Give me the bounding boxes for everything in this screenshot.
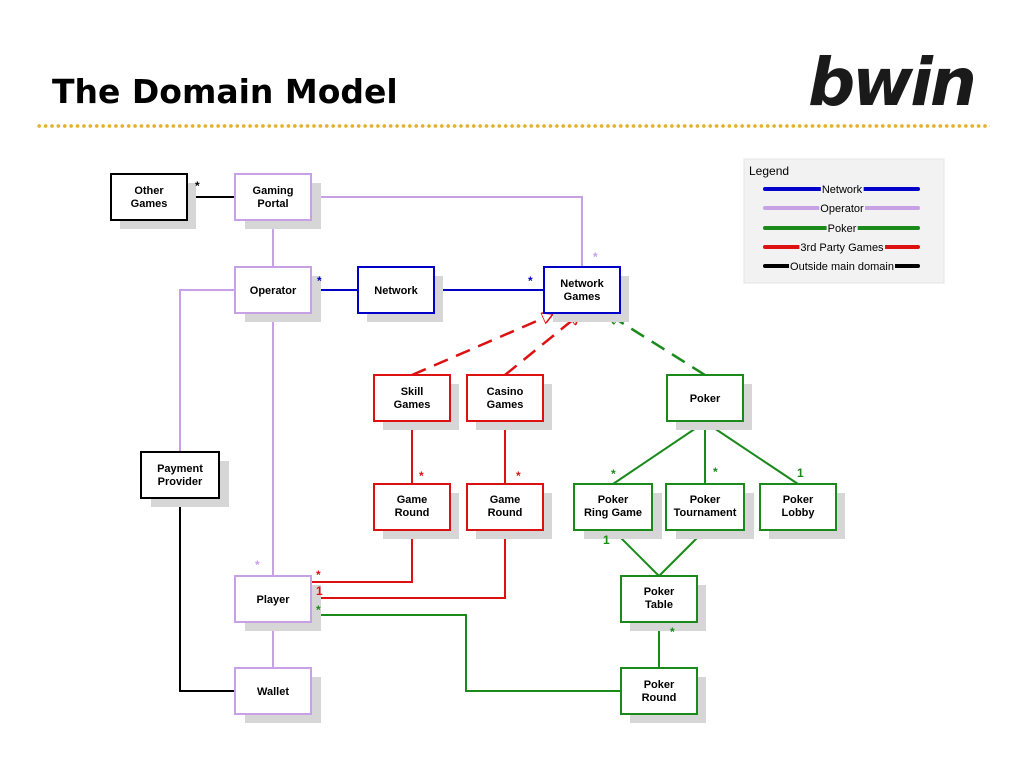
legend-label-bg — [799, 242, 886, 254]
edge-player-casino-round — [312, 530, 506, 599]
legend-label-bg — [820, 184, 864, 196]
box-gaming-portal-line2: Portal — [257, 198, 288, 210]
box-network-games-line2: Games — [564, 291, 601, 303]
box-poker-lobby-line1: Poker — [783, 494, 814, 506]
box-payment-provider-line2: Provider — [158, 476, 203, 488]
mult-ring-game-table: 1 — [603, 533, 610, 547]
box-poker-lobby: Poker Lobby — [759, 483, 845, 539]
edge-portal-networkgames — [312, 196, 583, 267]
edge-poker-inherit — [608, 312, 706, 377]
mult-other-games-portal: * — [195, 179, 200, 193]
box-payment-provider: Payment Provider — [140, 451, 229, 507]
legend-title: Legend — [749, 164, 789, 178]
edge-poker-lobby — [704, 421, 799, 485]
legend-label-outside: Outside main domain — [790, 261, 894, 273]
box-poker-table-line2: Table — [645, 599, 673, 611]
box-player-label: Player — [256, 594, 290, 606]
multiplicity-labels: * * * * * * * * 1 1 * * 1 * * — [195, 179, 804, 639]
legend-label-bg — [789, 261, 895, 273]
box-skill-game-round-line2: Round — [395, 507, 430, 519]
box-poker-label: Poker — [690, 393, 721, 405]
legend-label-network: Network — [822, 184, 863, 196]
box-poker-tournament-line2: Tournament — [674, 507, 737, 519]
box-poker-lobby-line2: Lobby — [782, 507, 816, 519]
mult-poker-tournament: * — [713, 465, 718, 479]
box-poker: Poker — [666, 374, 752, 430]
bwin-logo: bwin — [808, 44, 977, 121]
box-network-games-line1: Network — [560, 278, 604, 290]
mult-poker-lobby: 1 — [797, 466, 804, 480]
dotted-divider — [36, 123, 990, 129]
mult-skill-game-round: * — [419, 469, 424, 483]
legend-label-poker: Poker — [828, 223, 857, 235]
mult-player-poker-round: * — [316, 603, 321, 617]
box-poker-round: Poker Round — [620, 667, 706, 723]
box-poker-ring-game: Poker Ring Game — [573, 483, 662, 539]
mult-network-networkgames: * — [528, 274, 533, 288]
mult-operator-network: * — [317, 274, 322, 288]
legend-label-operator: Operator — [820, 203, 864, 215]
box-poker-tournament: Poker Tournament — [665, 483, 754, 539]
box-poker-table-line1: Poker — [644, 586, 675, 598]
edge-player-pokerround — [312, 614, 621, 692]
legend-label-bg — [819, 203, 866, 215]
box-wallet-label: Wallet — [257, 686, 289, 698]
box-operator: Operator — [234, 266, 321, 322]
box-wallet: Wallet — [234, 667, 321, 723]
legend-label-bg — [826, 223, 858, 235]
box-casino-game-round-line2: Round — [488, 507, 523, 519]
edge-skill-inherit — [411, 314, 553, 377]
box-casino-game-round: Game Round — [466, 483, 552, 539]
box-payment-provider-line1: Payment — [157, 463, 203, 475]
edge-player-skill-round — [312, 530, 413, 583]
box-other-games: Other Games — [110, 173, 196, 229]
box-poker-table: Poker Table — [620, 575, 706, 631]
page-title: The Domain Model — [52, 72, 398, 111]
edge-operator-payment — [179, 289, 236, 452]
box-skill-games-line2: Games — [394, 399, 431, 411]
box-network-games: Network Games — [543, 266, 629, 322]
box-poker-tournament-line1: Poker — [690, 494, 721, 506]
box-gaming-portal: Gaming Portal — [234, 173, 321, 229]
mult-player-game-round-one: 1 — [316, 584, 323, 598]
box-network: Network — [357, 266, 443, 322]
box-other-games-line1: Other — [134, 185, 164, 197]
mult-player-top: * — [255, 558, 260, 572]
box-poker-round-line2: Round — [642, 692, 677, 704]
mult-networkgames-top: * — [593, 250, 598, 264]
box-casino-games-line2: Games — [487, 399, 524, 411]
box-poker-ring-game-line1: Poker — [598, 494, 629, 506]
box-gaming-portal-line1: Gaming — [253, 185, 294, 197]
legend: Legend Network Operator Poker 3rd Party … — [743, 158, 945, 284]
box-skill-games: Skill Games — [373, 374, 459, 430]
box-poker-round-line1: Poker — [644, 679, 675, 691]
edge-poker-ringgame — [612, 421, 706, 485]
box-casino-game-round-line1: Game — [490, 494, 521, 506]
box-network-label: Network — [374, 285, 418, 297]
box-operator-label: Operator — [250, 285, 297, 297]
edge-payment-wallet — [179, 498, 236, 692]
box-skill-game-round: Game Round — [373, 483, 459, 539]
legend-label-third-party: 3rd Party Games — [800, 242, 884, 254]
box-casino-games: Casino Games — [466, 374, 552, 430]
mult-casino-game-round: * — [516, 469, 521, 483]
edge-casino-inherit — [504, 314, 580, 376]
box-other-games-line2: Games — [131, 198, 168, 210]
box-skill-game-round-line1: Game — [397, 494, 428, 506]
box-poker-ring-game-line2: Ring Game — [584, 507, 642, 519]
mult-player-game-round-many: * — [316, 568, 321, 582]
box-player: Player — [234, 575, 321, 631]
box-skill-games-line1: Skill — [401, 386, 424, 398]
box-casino-games-line1: Casino — [487, 386, 524, 398]
mult-table-round: * — [670, 625, 675, 639]
mult-poker-ring-game: * — [611, 467, 616, 481]
